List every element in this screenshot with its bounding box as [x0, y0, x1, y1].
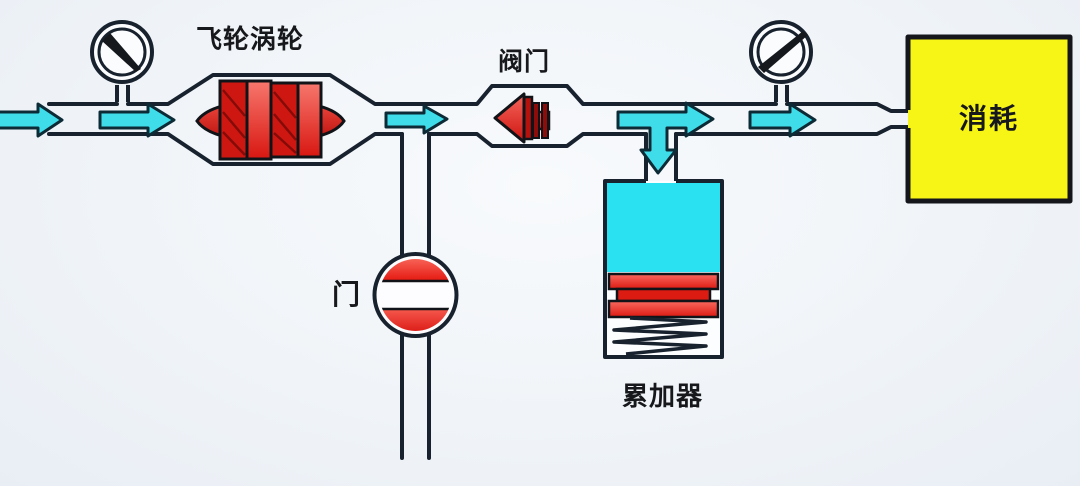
flow-arrow-junction-icon: [616, 101, 715, 175]
gate-label: 门: [332, 278, 362, 311]
pipe-top-wall: [126, 73, 778, 106]
accumulator-outline: [603, 179, 724, 359]
gate-valve-shutters: [379, 259, 452, 331]
pipe-network: [47, 73, 910, 460]
consumer-label: 消耗: [958, 102, 1019, 135]
gauge-needle-icon: [758, 31, 808, 73]
accumulator-label: 累加器: [622, 382, 704, 412]
flywheel-turbine: [195, 79, 346, 161]
valve-flange: [532, 102, 540, 139]
gauge-inner-ring: [97, 27, 147, 77]
flow-arrow-icon: [748, 102, 817, 138]
accumulator-spring: [612, 316, 708, 356]
pressure-gauge-left: [90, 20, 154, 102]
flow-arrows: [0, 101, 817, 175]
gauge-inner-ring: [756, 27, 806, 77]
consumer-box-fill: [908, 37, 1070, 201]
valve-cone: [493, 92, 526, 144]
accumulator-fluid: [607, 183, 720, 272]
accumulator: [603, 179, 724, 359]
valve-body: [493, 92, 551, 144]
turbine-blades: [218, 79, 323, 161]
flow-arrow-icon: [384, 104, 449, 135]
gate-branch-pipe: [400, 132, 431, 259]
turbine-label: 飞轮涡轮: [196, 25, 305, 55]
gate-valve: [372, 252, 459, 338]
flow-arrow-icon: [0, 102, 64, 138]
pipe-bottom-wall: [427, 132, 648, 148]
flow-arrow-icon: [98, 102, 176, 138]
gauge-stem: [115, 85, 130, 102]
pipe-top-wall: [785, 102, 910, 113]
valve-label: 阀门: [498, 47, 551, 76]
pipe-bottom-wall: [674, 125, 910, 136]
gauge-needle-icon: [102, 33, 141, 72]
pressure-gauge-right: [749, 20, 813, 102]
valve-flange: [541, 102, 549, 139]
gauge-stem: [774, 85, 789, 102]
consumer-box: [905, 34, 1073, 204]
accumulator-piston: [607, 272, 720, 319]
gate-branch-pipe: [400, 332, 431, 460]
consumer-box-border: [905, 34, 1073, 204]
